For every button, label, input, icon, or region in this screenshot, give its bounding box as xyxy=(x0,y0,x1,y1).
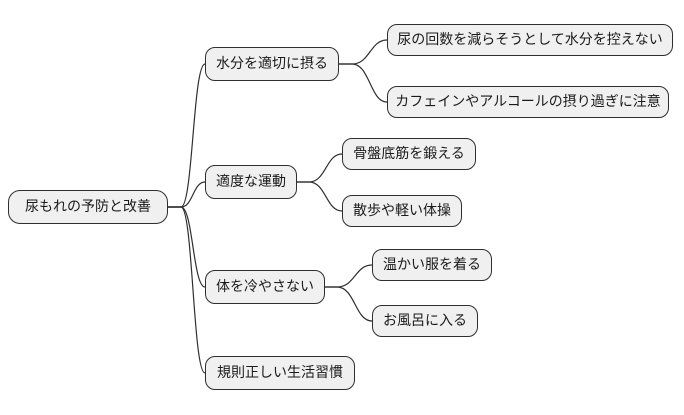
leaf-pelvic-floor-training: 骨盤底筋を鍛える xyxy=(342,138,476,170)
leaf-caffeine-alcohol-caution: カフェインやアルコールの摂り過ぎに注意 xyxy=(387,86,669,118)
connector-root-regular-lifestyle xyxy=(167,206,206,374)
connector-water-caffeine xyxy=(338,63,388,103)
root-node: 尿もれの予防と改善 xyxy=(8,190,168,224)
connector-exercise-pelvic xyxy=(296,153,343,183)
connector-warm-bath xyxy=(324,286,373,322)
leaf-walking-light-exercise: 散歩や軽い体操 xyxy=(342,195,462,227)
branch-moderate-exercise: 適度な運動 xyxy=(205,165,297,199)
connector-exercise-walking xyxy=(296,181,343,212)
connector-root-water-intake xyxy=(167,63,206,208)
branch-water-intake: 水分を適切に摂る xyxy=(205,47,339,81)
connector-warm-clothes xyxy=(324,264,373,288)
leaf-take-bath: お風呂に入る xyxy=(372,305,478,337)
leaf-wear-warm-clothes: 温かい服を着る xyxy=(372,249,492,281)
branch-regular-lifestyle: 規則正しい生活習慣 xyxy=(205,356,355,390)
connector-water-dont-restrict xyxy=(338,39,388,65)
branch-keep-body-warm: 体を冷やさない xyxy=(205,270,325,304)
leaf-dont-restrict-water: 尿の回数を減らそうとして水分を控えない xyxy=(387,24,673,56)
